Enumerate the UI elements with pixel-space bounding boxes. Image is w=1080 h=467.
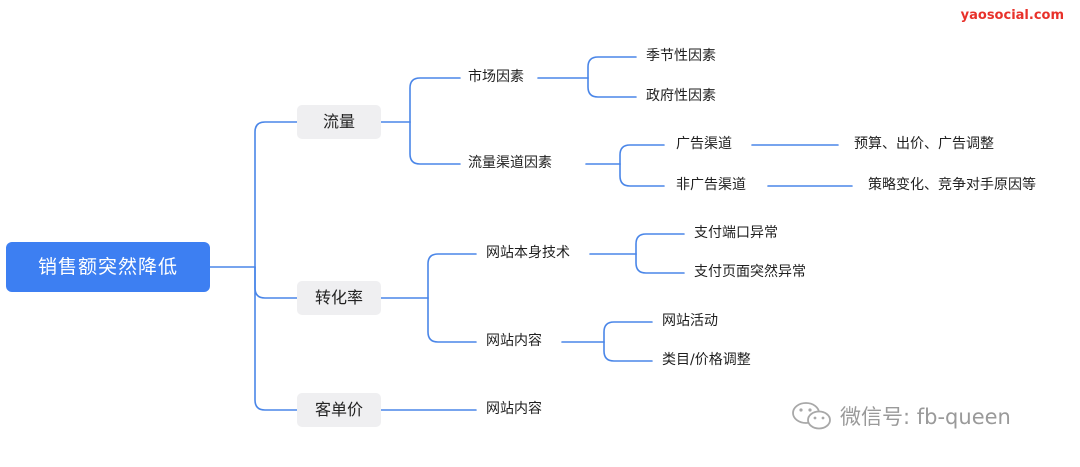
link-market-seasonal <box>587 56 637 79</box>
link-channel-ads <box>619 144 665 165</box>
node-aov-content: 网站内容 <box>486 401 542 417</box>
link-conversion-content <box>427 297 477 343</box>
link-tech-page <box>635 253 685 274</box>
node-aov: 客单价 <box>297 393 381 427</box>
link-root-conversion <box>254 266 298 299</box>
node-government: 政府性因素 <box>646 88 716 104</box>
wechat-watermark: 微信号: fb-queen <box>790 400 1011 432</box>
node-payment-page: 支付页面突然异常 <box>694 264 806 280</box>
link-root-aov <box>254 266 298 411</box>
node-conversion: 转化率 <box>297 281 381 315</box>
node-category-price: 类目/价格调整 <box>662 352 751 368</box>
node-site-content: 网站内容 <box>486 333 542 349</box>
link-channel-nonads <box>619 163 665 187</box>
link-market-gov <box>587 77 637 98</box>
node-nonads-detail: 策略变化、竞争对手原因等 <box>868 177 1036 193</box>
link-traffic-market <box>409 77 461 123</box>
wechat-icon <box>792 402 831 430</box>
link-tech-port <box>635 233 685 255</box>
node-nonads-channel: 非广告渠道 <box>676 177 746 193</box>
brand-text: yaosocial.com <box>960 8 1064 23</box>
node-traffic: 流量 <box>297 105 381 139</box>
node-market: 市场因素 <box>468 69 524 85</box>
node-site-activity: 网站活动 <box>662 313 718 329</box>
watermark-text: 微信号: fb-queen <box>840 405 1011 429</box>
link-content-activity <box>603 321 653 343</box>
node-ads-channel: 广告渠道 <box>676 136 732 152</box>
root-node: 销售额突然降低 <box>6 242 210 292</box>
node-site-tech: 网站本身技术 <box>486 245 570 261</box>
node-payment-port: 支付端口异常 <box>694 225 778 241</box>
node-seasonal: 季节性因素 <box>646 48 716 64</box>
link-traffic-channel <box>409 121 461 165</box>
node-channel: 流量渠道因素 <box>468 155 552 171</box>
link-content-price <box>603 341 653 362</box>
link-root-traffic <box>254 121 298 268</box>
node-ads-detail: 预算、出价、广告调整 <box>854 136 994 152</box>
link-conversion-tech <box>427 253 477 299</box>
